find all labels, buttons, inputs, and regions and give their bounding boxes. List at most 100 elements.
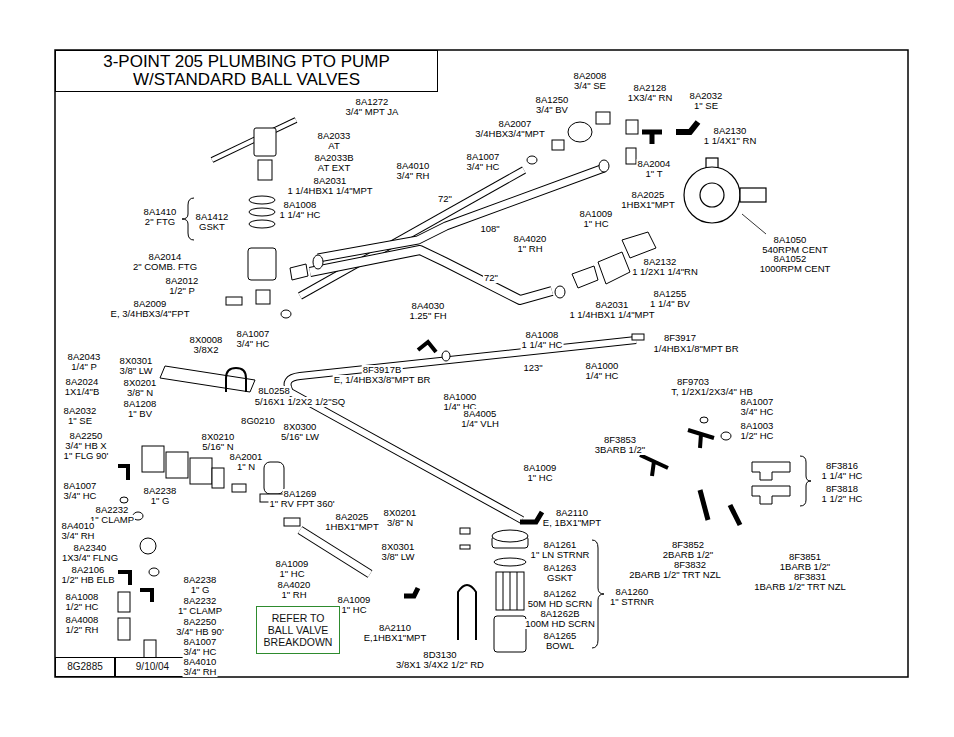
callout-number: 8A2238 [183,575,218,585]
pump [684,167,740,223]
callout-number: 2BARB 1/2" [662,550,714,560]
callout-number: 8A1255 [653,289,688,299]
callout-number: 3/4" HB X [64,441,107,451]
callout-number: BOWL [545,641,575,651]
callout-number: 8A1009 [523,463,558,473]
callout-number: 2" FTG [144,217,176,227]
fitting [622,232,656,258]
callout-number: 1/2" RH [65,625,100,635]
callout-number: 1" BV [127,409,153,419]
callout-number: 8A2025 [631,190,666,200]
fitting [313,255,323,269]
hose [300,530,370,574]
callout-number: 1" LN STRNR [530,550,591,560]
callout-number: 8X0301 [381,542,416,552]
callout-number: T, 1/2X1/2X3/4" HB [670,387,754,397]
callout-number: 1 1/4X1" RN [703,136,757,146]
leader-line [742,214,766,234]
fitting [118,112,790,662]
callout-number: 8A1000 [585,361,620,371]
fitting [596,112,610,124]
callout-number: 8A4030 [411,301,446,311]
callout-number: 8A2110 [378,623,412,633]
callout-number: 5/16" N [201,442,234,452]
callout-number: 8A1007 [183,637,218,647]
fitting [568,122,592,142]
callout-number: 3/4" MPT JA [345,107,400,117]
fitting [752,486,790,504]
fitting [598,252,630,284]
callout-number: 8A2250 [183,617,218,627]
sheet-frame [55,50,908,677]
callout-number: 1/2" P [168,286,196,296]
callout-number: 72" [437,194,453,204]
hose [288,340,636,520]
callout-number: 1" SE [693,101,719,111]
fitting [226,368,246,392]
callout-number: 8X0210 [201,432,236,442]
fitting [140,590,152,602]
fitting [120,497,128,503]
fitting [494,558,526,566]
fitting [212,468,224,488]
callout-number: 8A2238 [143,486,178,496]
grouping-brace [182,198,811,648]
callout-number: 1" RV FPT 360' [268,499,335,509]
callout-number: 1/2" HC [740,431,775,441]
callout-number: 8A2340 [73,543,108,553]
callout-number: 3/8" LW [119,366,154,376]
fitting [527,156,537,164]
callout-number: E, 1BX1"MPT [542,518,602,528]
callout-number: 8A1262 [543,589,578,599]
callout-number: 1.25" FH [408,311,447,321]
callout-number: 8A2008 [573,71,608,81]
fitting [284,518,300,526]
callout-number: 8A1262B [539,609,580,619]
callout-number: 2" COMB. FTG [132,262,198,272]
callout-number: 8A4008 [65,615,100,625]
fitting [632,334,644,340]
callout-number: 1 1/4" HC [521,340,564,350]
callout-number: 1" HC [526,473,553,483]
callout-number: GSKT [198,222,226,232]
callout-number: 1" G [190,585,211,595]
callout-number: 8F3818 [825,484,859,494]
callout-number: 3/4" RH [183,667,218,677]
callout-number: 8F3917 [663,333,697,343]
fitting [118,572,130,585]
box-text: 8G2885 [67,660,103,674]
callout-number: 1" G [150,496,171,506]
grouping-brace [592,540,604,648]
fitting [404,588,418,596]
sheet-frame [55,50,908,677]
fitting [442,351,450,361]
title-box: 3-POINT 205 PLUMBING PTO PUMP W/STANDARD… [55,50,438,92]
fitting [555,286,565,298]
callout-number: 72" [483,273,499,283]
fitting [700,417,708,423]
fitting [503,572,517,610]
fitting [626,120,638,134]
callout-number: 3/4" HC [63,491,98,501]
callout-number: 8A4010 [61,521,96,531]
callout-number: 1" T [645,169,664,179]
callout-number: 8A4010 [396,161,431,171]
callout-number: 1/4" P [70,362,98,372]
callout-number: 1 1/4HBX1 1/4"MPT [568,310,655,320]
callout-number: 8A1261 [543,540,578,550]
callout-number: AT EXT [317,163,351,173]
callout-number: 3/4" HC [466,162,501,172]
callout-number: 8X0201 [123,378,158,388]
callout-number: 3/4" HC [740,407,775,417]
callout-number: 1HBX1"MPT [324,522,380,532]
callout-number: 8X0008 [189,335,224,345]
callout-number: 8A1050 [773,235,808,245]
callout-number: 8A1263 [543,563,578,573]
note-box: REFER TO BALL VALVE BREAKDOWN [256,606,340,654]
callout-number: 8A2043 [67,352,102,362]
callout-number: 3/4" RH [61,531,96,541]
callout-number: 8A1008 [65,592,100,602]
callout-number: 8A4005 [463,409,498,419]
leader-line [742,214,766,234]
callout-number: 3/8" N [386,518,414,528]
